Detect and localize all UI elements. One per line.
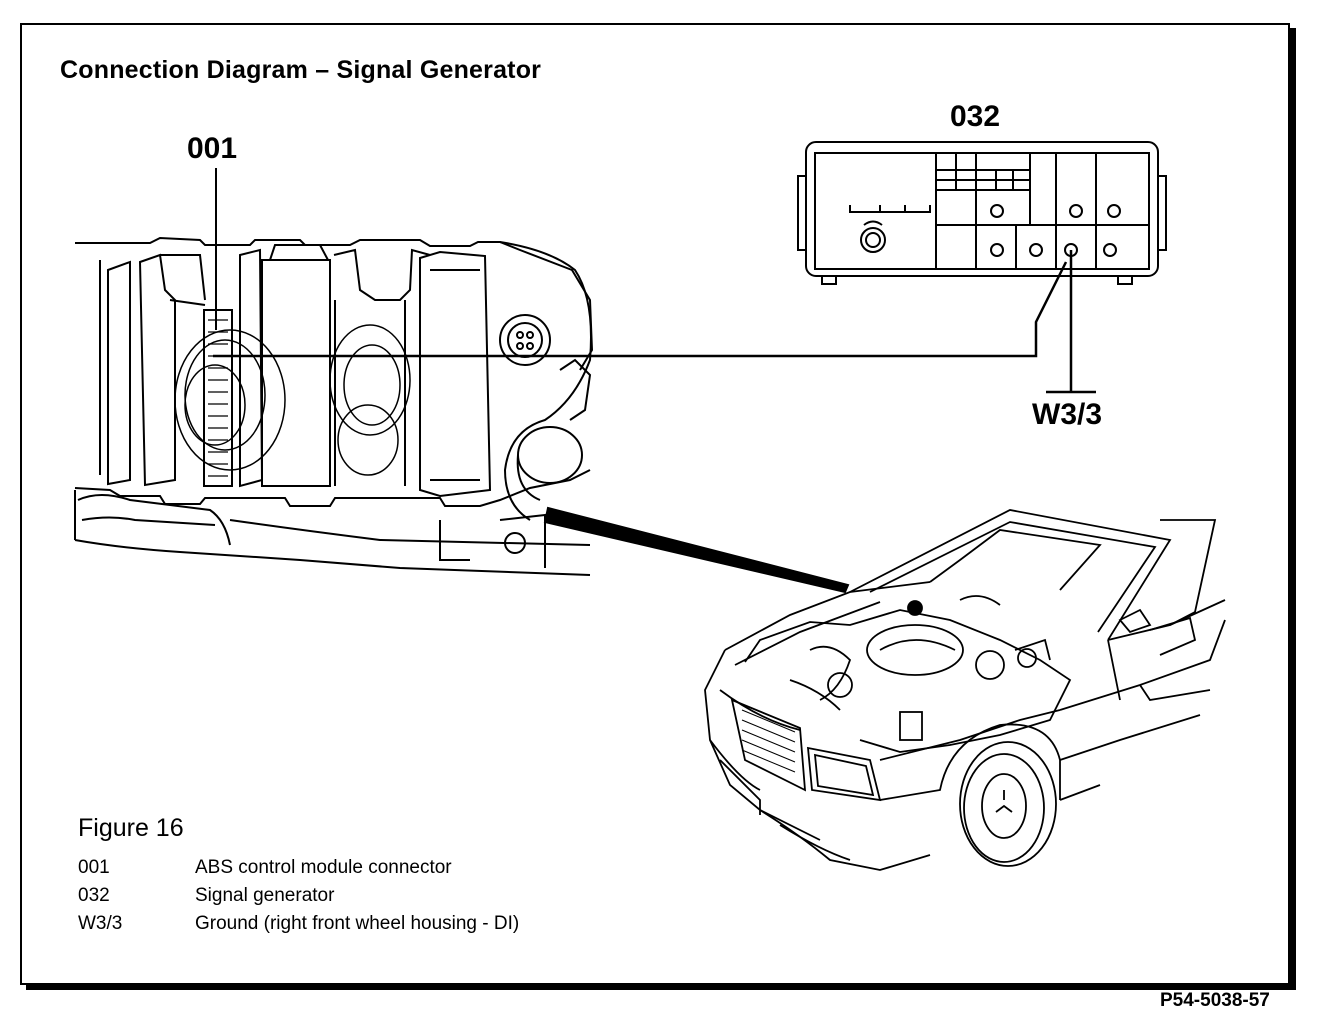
- legend-code: W3/3: [78, 913, 123, 934]
- legend-desc: Signal generator: [195, 885, 335, 906]
- frame-shadow-right: [1290, 28, 1296, 990]
- label-032: 032: [950, 100, 1001, 133]
- reference-number: P54-5038-57: [1160, 990, 1270, 1011]
- legend-desc: ABS control module connector: [195, 857, 452, 878]
- figure-caption: Figure 16: [78, 814, 184, 842]
- legend-desc: Ground (right front wheel housing - DI): [195, 913, 520, 934]
- diagram-frame: [20, 23, 1290, 985]
- test-leads: [213, 168, 1096, 394]
- legend-code: 032: [78, 885, 110, 906]
- legend-code: 001: [78, 857, 110, 878]
- vehicle-icon: [704, 509, 1226, 871]
- frame-shadow-bottom: [26, 985, 1296, 990]
- signal-generator-icon: [797, 141, 1167, 285]
- legend-row-001: 001 ABS control module connector: [78, 857, 452, 879]
- label-w3-3: W3/3: [1032, 398, 1103, 431]
- abs-module-connector-icon: [74, 236, 594, 576]
- pointer-wedge: [543, 506, 850, 594]
- legend-row-w3-3: W3/3 Ground (right front wheel housing - …: [78, 913, 519, 935]
- diagram-title: Connection Diagram – Signal Generator: [60, 56, 542, 84]
- label-001: 001: [187, 132, 238, 165]
- legend-row-032: 032 Signal generator: [78, 885, 334, 907]
